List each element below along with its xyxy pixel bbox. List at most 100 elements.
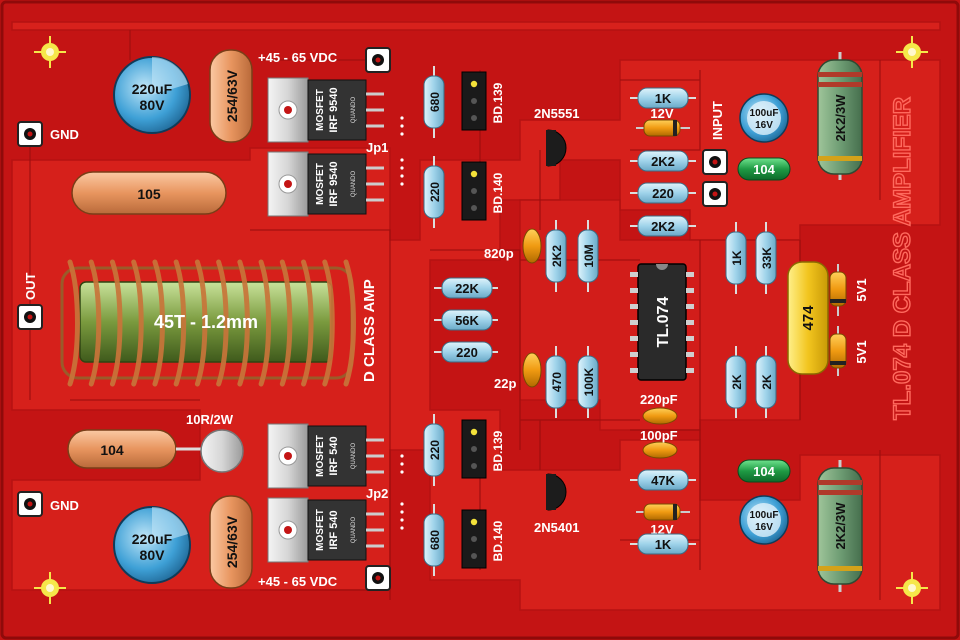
vdc-top-label: +45 - 65 VDC (258, 50, 338, 65)
coil-label: 45T - 1.2mm (154, 312, 258, 332)
res-2k2-vertical: 2K2 (545, 220, 567, 292)
zener-5v1-b: 5V1 (829, 326, 869, 376)
cap-105: 105 (71, 171, 227, 215)
film-cap-bottom: 254/63V (209, 495, 253, 589)
mosfet-top-1-brand: QUANDO (351, 97, 357, 124)
mosfet-bot-1-brand: QUANDO (351, 443, 357, 470)
r2k2-3w-bottom-label: 2K2/3W (833, 502, 848, 550)
res-47k: 47K (630, 469, 696, 491)
coil-winding (131, 259, 144, 387)
cap-100pf: 100pF (640, 428, 678, 459)
resistor-2k2-3w-bottom: 2K2/3W (817, 460, 863, 592)
mosfet-bottom-1: MOSFET IRF 540 QUANDO (267, 423, 384, 489)
elec-cap-top-right: 100uF 16V (739, 93, 789, 143)
r1k-v-label: 1K (730, 250, 744, 266)
elec-cap-bottom-right: 100uF 16V (739, 495, 789, 545)
pad-input-1-icon (702, 149, 728, 175)
coil-winding (279, 259, 293, 387)
cap-22p: 22p (494, 352, 542, 391)
mosfet-bot-1-l2: IRF 540 (328, 436, 340, 475)
mosfet-bot-2-l1: MOSFET (315, 509, 326, 551)
terminal-pads (17, 47, 728, 591)
r56k-label: 56K (455, 313, 479, 328)
r2k-b-label: 2K (760, 374, 774, 390)
elec-top-right-value: 100uF (750, 108, 779, 119)
cap-820p: 820p (484, 228, 542, 264)
gnd-top-label: GND (50, 127, 79, 142)
bd139-top-label: BD.139 (491, 82, 505, 123)
zener-12v-bottom: 12V (636, 503, 690, 537)
ic-label: TL.074 (655, 297, 672, 348)
cap-104-bottom-right: 104 (737, 459, 791, 483)
z5v1-a-label: 5V1 (854, 278, 869, 301)
vdc-bottom-label: +45 - 65 VDC (258, 574, 338, 589)
mosfet-top-2-l1: MOSFET (315, 163, 326, 205)
cap-105-label: 105 (137, 186, 161, 202)
mosfet-top-2-l2: IRF 9540 (328, 161, 340, 206)
res-2k-a: 2K (725, 346, 747, 418)
r2k2-b-label: 2K2 (651, 219, 675, 234)
bd139-top: BD.139 (461, 71, 505, 131)
r2k2-v-label: 2K2 (550, 245, 564, 267)
r10m-label: 10M (582, 244, 596, 267)
coil-winding (173, 259, 187, 387)
res-33k: 33K (755, 222, 777, 294)
res-1k-bottom: 1K (630, 533, 696, 555)
board-title-label: TL.074 D CLASS AMPLIFIER (889, 97, 916, 420)
cap-104-top-right: 104 (737, 157, 791, 181)
mosfet-top-2-brand: QUANDO (351, 171, 357, 198)
r2k2-3w-top-label: 2K2/3W (833, 94, 848, 142)
coil-winding (322, 259, 335, 387)
mosfet-top-1: MOSFET IRF 9540 QUANDO (267, 77, 384, 143)
c820p-label: 820p (484, 246, 514, 261)
electrolytic-cap-bottom: 220uF 80V (113, 506, 191, 584)
coil-winding (88, 259, 102, 387)
coil-winding (67, 259, 80, 387)
res-10m: 10M (577, 220, 599, 292)
res-220-b: 220 (630, 182, 696, 204)
res-100k: 100K (577, 346, 599, 418)
film-cap-top: 254/63V (209, 49, 253, 143)
transistor-2n5401: 2N5401 (534, 473, 580, 535)
r47k-label: 47K (651, 473, 675, 488)
mosfet-bot-1-l1: MOSFET (315, 435, 326, 477)
coil-winding (109, 259, 123, 387)
r220-top-label: 220 (428, 182, 442, 202)
pad-out-icon (17, 304, 43, 330)
cap-bottom-value: 220uF (132, 531, 173, 547)
resistor-2k2-3w-top: 2K2/3W (817, 52, 863, 180)
mosfet-bot-2-brand: QUANDO (351, 517, 357, 544)
r2k-a-label: 2K (730, 374, 744, 390)
res-680-top: 680 (423, 66, 445, 138)
out-label: OUT (23, 273, 38, 301)
bd140-top-label: BD.140 (491, 172, 505, 213)
bd140-top: BD.140 (461, 161, 505, 221)
r680-bottom-label: 680 (428, 530, 442, 550)
electrolytic-cap-top: 220uF 80V (113, 56, 191, 134)
elec-top-right-voltage: 16V (755, 120, 773, 131)
res-220-mid: 220 (434, 341, 498, 363)
ic-tl074: TL.074 (630, 263, 694, 381)
bd140-bottom: BD.140 (461, 509, 505, 569)
r470-label: 470 (550, 372, 564, 392)
jp1-label: Jp1 (366, 140, 388, 155)
z12v-top-label: 12V (650, 106, 673, 121)
cap-104-left-label: 104 (100, 442, 124, 458)
res-1k-vertical: 1K (725, 222, 747, 294)
film-top-label: 254/63V (224, 69, 240, 122)
transistor-2n5551: 2N5551 (534, 106, 580, 167)
r220-bottom-label: 220 (428, 440, 442, 460)
jumper-dots (400, 116, 404, 530)
res-680-bottom: 680 (423, 504, 445, 576)
pad-gnd-bottom-icon (17, 491, 43, 517)
res-22k: 22K (434, 277, 498, 299)
resistor-vertical-group: 680 220 220 680 2K2 10M 470 100K 1K 33K … (423, 66, 777, 576)
cap-474: 474 (787, 261, 829, 375)
cap-top-voltage: 80V (140, 97, 166, 113)
r1k-top-label: 1K (655, 91, 672, 106)
res-2k2-a: 2K2 (630, 150, 696, 172)
cap-474-label: 474 (800, 305, 817, 331)
bd-headers: BD.139 BD.140 BD.139 BD.140 (461, 71, 505, 569)
c104-top-right-label: 104 (753, 162, 775, 177)
r1k-bottom-label: 1K (655, 537, 672, 552)
